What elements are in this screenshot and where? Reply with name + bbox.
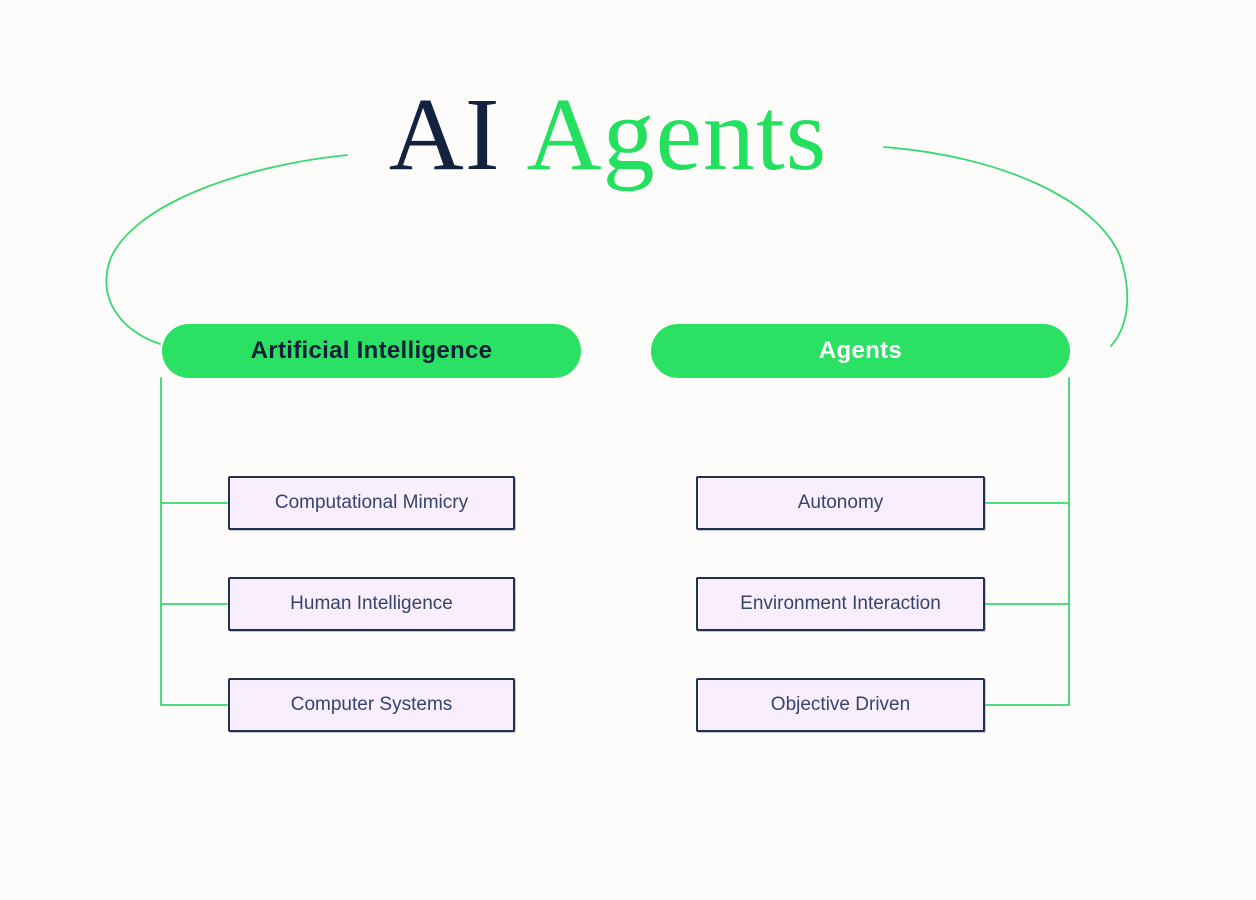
node-label: Objective Driven bbox=[770, 694, 911, 715]
node-autonomy: Autonomy bbox=[696, 476, 985, 530]
node-label: Computer Systems bbox=[290, 694, 453, 715]
branch-pill-artificial-intelligence: Artificial Intelligence bbox=[162, 324, 581, 378]
node-environment-interaction: Environment Interaction bbox=[696, 577, 985, 631]
node-label: Computational Mimicry bbox=[274, 492, 469, 513]
node-label: Human Intelligence bbox=[290, 593, 453, 614]
node-objective-driven: Objective Driven bbox=[696, 678, 985, 732]
node-label: Environment Interaction bbox=[740, 593, 941, 614]
node-computational-mimicry: Computational Mimicry bbox=[228, 476, 515, 530]
title-word-agents: Agents bbox=[526, 77, 828, 192]
title-word-ai: AI bbox=[388, 77, 501, 192]
branch-label: Artificial Intelligence bbox=[250, 337, 493, 364]
node-computer-systems: Computer Systems bbox=[228, 678, 515, 732]
branch-label: Agents bbox=[818, 337, 903, 364]
branch-pill-agents: Agents bbox=[651, 324, 1070, 378]
node-human-intelligence: Human Intelligence bbox=[228, 577, 515, 631]
node-label: Autonomy bbox=[797, 492, 884, 513]
